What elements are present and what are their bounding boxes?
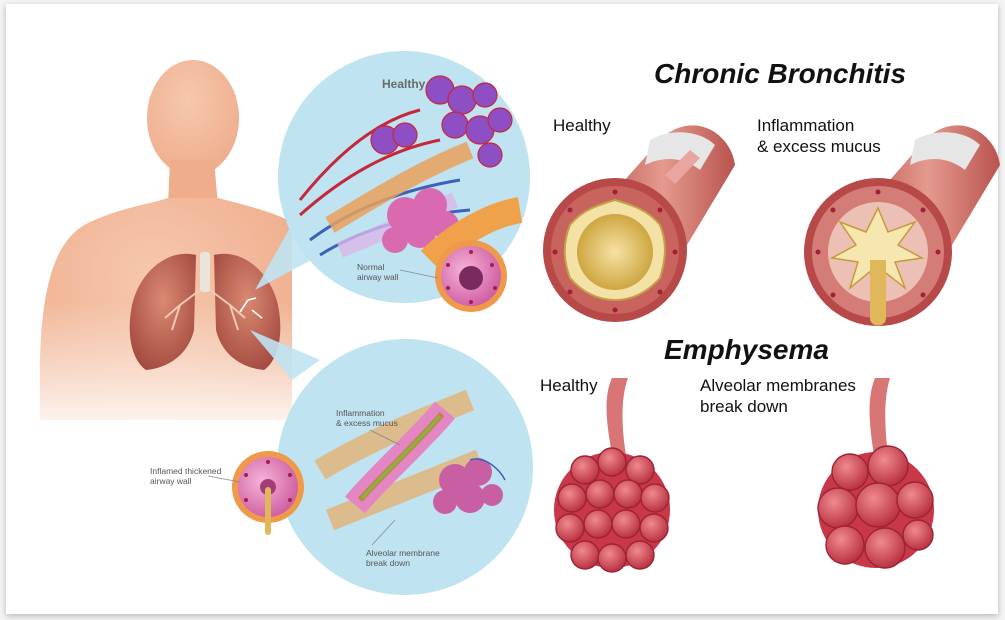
bronchitis-healthy-label: Healthy [553, 115, 611, 136]
emphysema-healthy-label: Healthy [540, 375, 598, 396]
emphysema-title: Emphysema [664, 334, 829, 366]
inset-healthy-heading: Healthy [382, 77, 425, 91]
bronchitis-inflamed-label: Inflammation & excess mucus [757, 115, 881, 157]
chronic-bronchitis-title: Chronic Bronchitis [654, 58, 906, 90]
inset-inflammation-line1: Inflammation [336, 408, 398, 418]
alveolar-membrane-label: Alveolar membrane break down [366, 548, 440, 568]
healthy-alveoli [554, 378, 670, 572]
inflamed-thickened-wall-line2: airway wall [150, 476, 221, 486]
emphysema-damaged-line2: break down [700, 396, 856, 417]
normal-airway-wall-label: Normal airway wall [357, 262, 399, 282]
inset-inflammation-line2: & excess mucus [336, 418, 398, 428]
alveolar-membrane-line2: break down [366, 558, 440, 568]
emphysema-damaged-line1: Alveolar membranes [700, 375, 856, 396]
normal-airway-wall-line1: Normal [357, 262, 399, 272]
inflamed-thickened-wall-label: Inflamed thickened airway wall [150, 466, 221, 486]
emphysema-damaged-label: Alveolar membranes break down [700, 375, 856, 417]
alveolar-membrane-line1: Alveolar membrane [366, 548, 440, 558]
healthy-bronchus [543, 125, 735, 322]
bronchitis-inflamed-line2: & excess mucus [757, 136, 881, 157]
bronchitis-inflamed-line1: Inflammation [757, 115, 881, 136]
inset-inflammation-label: Inflammation & excess mucus [336, 408, 398, 428]
normal-airway-wall-line2: airway wall [357, 272, 399, 282]
inflamed-thickened-wall-line1: Inflamed thickened [150, 466, 221, 476]
human-torso [30, 60, 310, 440]
